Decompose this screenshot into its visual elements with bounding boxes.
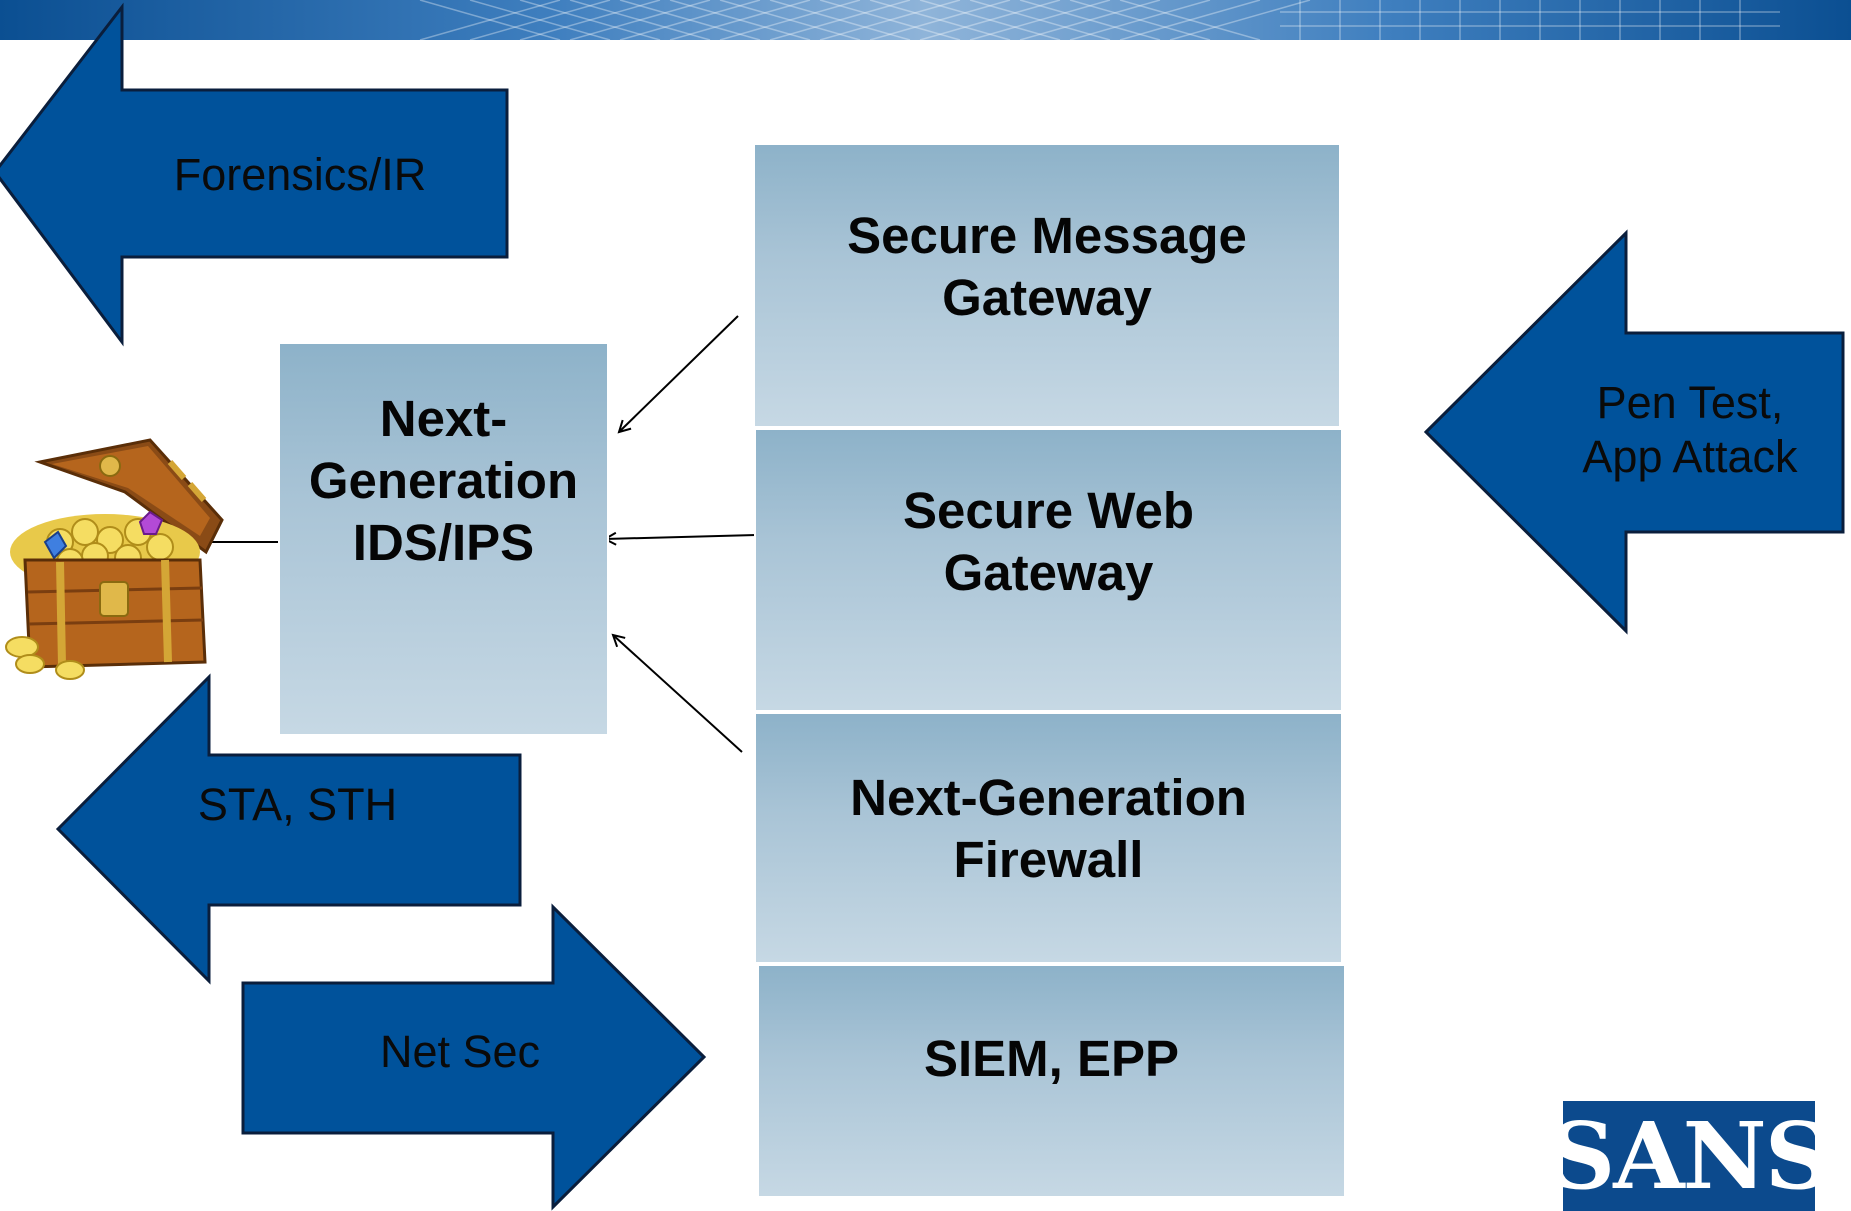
ids-ips-label: Next- Generation IDS/IPS	[308, 390, 579, 572]
ng-firewall-box: Next-Generation Firewall	[754, 712, 1343, 964]
sta-sth-arrow	[55, 673, 522, 985]
pen-test-arrow	[1423, 229, 1845, 635]
ng-firewall-label: Next-Generation Firewall	[850, 769, 1247, 889]
siem-epp-box: SIEM, EPP	[757, 964, 1346, 1198]
header-band	[0, 0, 1851, 40]
secure-web-gateway-label: Secure Web Gateway	[902, 482, 1194, 602]
net-sec-arrow	[241, 903, 707, 1211]
sta-sth-label: STA, STH	[197, 779, 398, 830]
connector-firewall-to-ids	[613, 635, 743, 753]
forensics-label: Forensics/IR	[173, 149, 427, 200]
secure-message-gateway-box: Secure Message Gateway	[753, 143, 1341, 428]
sans-logo: SANS	[1548, 1101, 1831, 1211]
ids-ips-box: Next- Generation IDS/IPS	[278, 342, 609, 736]
secure-message-gateway-label: Secure Message Gateway	[847, 207, 1247, 327]
header-grid-pattern	[419, 0, 1780, 40]
net-sec-label: Net Sec	[379, 1026, 541, 1077]
pen-test-label: Pen Test, App Attack	[1582, 377, 1798, 482]
connector-web-to-ids	[605, 535, 757, 539]
forensics-arrow	[0, 2, 509, 347]
siem-epp-label: SIEM, EPP	[923, 1030, 1180, 1087]
secure-web-gateway-box: Secure Web Gateway	[754, 428, 1343, 712]
connector-message-to-ids	[619, 315, 739, 432]
treasure-chest-icon	[5, 438, 224, 680]
